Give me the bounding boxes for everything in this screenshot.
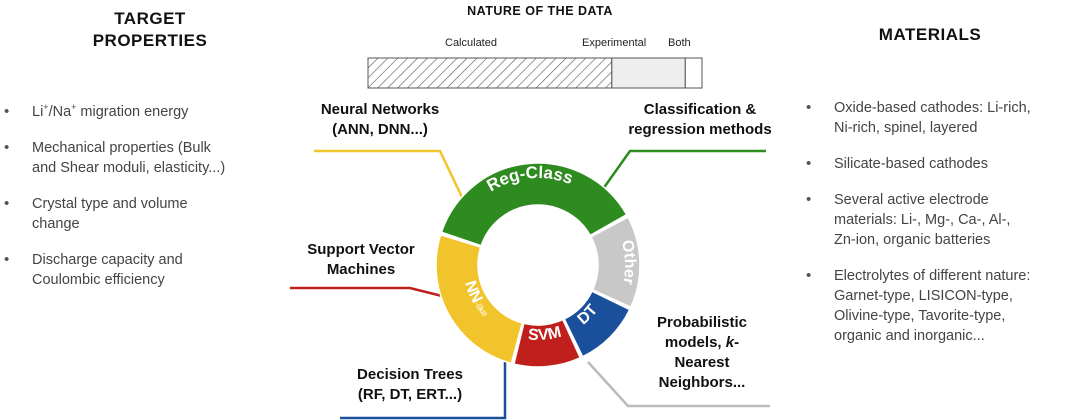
donut-segment-other [589,216,641,309]
connector-nn [314,149,472,215]
target-properties-title: TARGET PROPERTIES [60,8,240,52]
list-item: Li+/Na+ migration energy [0,102,290,122]
connector-dt [340,358,507,420]
donut-label-svm: SVM [527,324,563,344]
bar-label-both: Both [668,37,691,49]
materials-list: Oxide-based cathodes: Li-rich,Ni-rich, s… [802,98,1080,362]
materials-title: MATERIALS [878,25,982,44]
bar-segment-calculated [367,57,613,89]
label-decision-trees: Decision Trees(RF, DT, ERT...) [357,366,463,403]
list-item: Silicate-based cathodes [802,154,1080,174]
donut-label-other: Other [618,238,638,285]
label-classification-regression: Classification &regression methods [628,101,772,138]
nature-of-data-title: NATURE OF THE DATA [467,4,613,18]
list-item: Electrolytes of different nature:Garnet-… [802,266,1080,346]
connector-reg [596,149,766,197]
connector-svm [290,286,443,298]
target-properties-list: Li+/Na+ migration energy Mechanical prop… [0,102,290,306]
donut-segment-dt [563,290,631,358]
label-neural-networks: Neural Networks(ANN, DNN...) [320,101,440,138]
bar-label-experimental: Experimental [582,37,647,49]
donut-segment-reg [440,162,628,247]
bar-label-calculated: Calculated [445,37,497,49]
nature-of-data-bar [367,57,703,89]
label-probabilistic-models: Probabilistic models, k- Nearest Neighbo… [656,314,748,391]
target-title-line1: TARGET [114,9,186,28]
donut-segment-svm [513,318,582,368]
donut-segment-nn [435,233,524,365]
target-title-line2: PROPERTIES [92,31,208,50]
bar-segment-both [684,57,703,89]
bar-segment-experimental [611,57,686,89]
list-item: Oxide-based cathodes: Li-rich,Ni-rich, s… [802,98,1080,138]
connector-other [587,361,770,408]
